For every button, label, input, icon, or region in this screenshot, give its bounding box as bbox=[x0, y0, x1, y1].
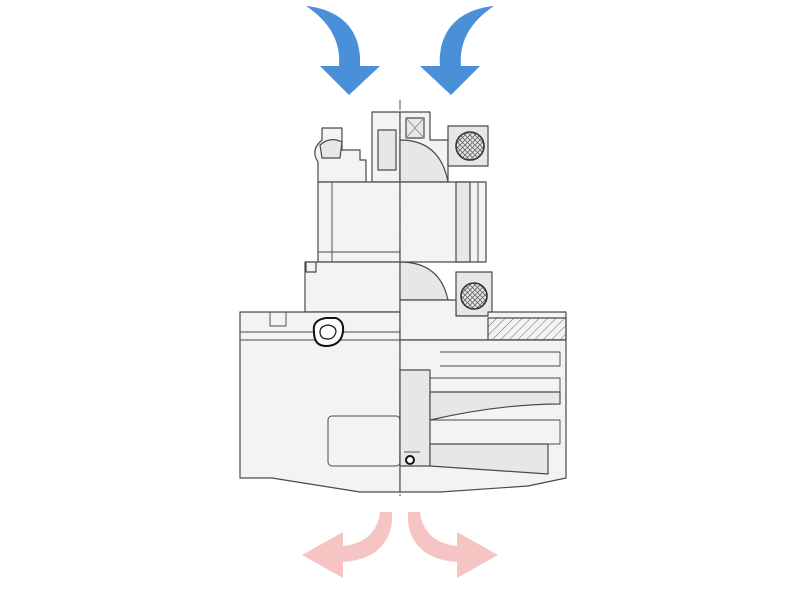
curved-arrow-out-icon bbox=[407, 512, 498, 578]
curved-arrow-down-icon bbox=[420, 6, 494, 95]
motor-exterior-half bbox=[239, 111, 401, 493]
curved-arrow-out-icon bbox=[302, 512, 393, 578]
air-inflow-arrows bbox=[306, 6, 494, 95]
flange-section bbox=[487, 317, 567, 341]
carbon-brush-icon bbox=[455, 131, 485, 161]
lower-bearing-icon bbox=[460, 282, 488, 310]
stator-winding bbox=[455, 181, 471, 263]
curved-arrow-down-icon bbox=[306, 6, 380, 95]
impeller-blade-upper bbox=[429, 391, 561, 421]
motor-section-half bbox=[399, 111, 567, 493]
air-outflow-arrows bbox=[302, 512, 498, 578]
shaft-nut bbox=[405, 455, 415, 465]
impeller-blade-lower bbox=[429, 443, 549, 475]
stator-housing-left bbox=[317, 181, 401, 263]
commutator-block bbox=[377, 129, 397, 171]
mid-flange-left bbox=[304, 261, 401, 313]
brush-arm bbox=[319, 139, 343, 159]
stator-housing-right bbox=[399, 181, 487, 263]
housing-clip bbox=[312, 317, 345, 347]
